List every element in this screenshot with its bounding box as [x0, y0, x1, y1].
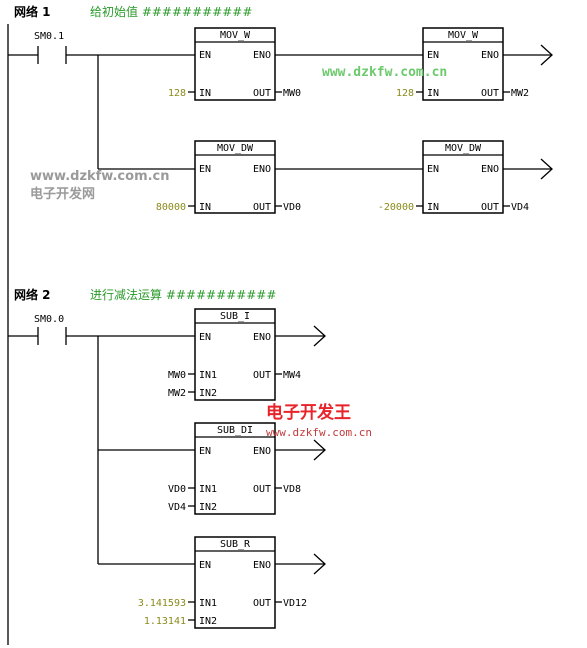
contact-sm00[interactable]: [37, 327, 67, 345]
eno-arrow: [313, 325, 326, 347]
watermark-site-green: www.dzkfw.com.cn: [322, 65, 447, 80]
mov-w-block-2[interactable]: MOV_W EN ENO IN OUT: [422, 27, 504, 101]
in-value: 128: [168, 88, 186, 99]
in2-value: MW2: [168, 388, 186, 399]
in1-pin: IN1: [199, 484, 217, 495]
eno-pin: ENO: [253, 560, 271, 571]
en-pin: EN: [199, 164, 211, 175]
out-value: VD12: [283, 598, 307, 609]
in2-value: 1.13141: [144, 616, 186, 627]
out-value: VD0: [283, 202, 301, 213]
eno-pin: ENO: [481, 164, 499, 175]
in-value: -20000: [378, 202, 414, 213]
out-pin: OUT: [253, 598, 271, 609]
block-title: MOV_W: [220, 30, 251, 41]
block-title: MOV_DW: [445, 143, 482, 154]
watermark-site-small: www.dzkfw.com.cn: [266, 426, 372, 439]
eno-pin: ENO: [481, 50, 499, 61]
en-pin: EN: [427, 164, 439, 175]
mov-dw-block-2[interactable]: MOV_DW EN ENO IN OUT: [422, 140, 504, 214]
sub-r-block[interactable]: SUB_R EN ENO IN1 OUT IN2: [194, 536, 276, 629]
out-pin: OUT: [253, 484, 271, 495]
watermark-brand-gray: 电子开发网: [30, 186, 95, 202]
en-pin: EN: [427, 50, 439, 61]
in-pin: IN: [199, 202, 211, 213]
network-1-title: 网络 1: [14, 4, 51, 19]
eno-arrow: [540, 158, 553, 180]
eno-arrow: [313, 439, 326, 461]
network-2-title: 网络 2: [14, 287, 51, 302]
en-pin: EN: [199, 50, 211, 61]
block-title: SUB_DI: [217, 425, 253, 436]
network-2: 网络 2 进行减法运算 ########### SM0.0 SUB_I EN E…: [8, 287, 326, 629]
en-pin: EN: [199, 560, 211, 571]
out-value: MW4: [283, 370, 301, 381]
block-title: SUB_I: [220, 311, 250, 322]
in1-value: MW0: [168, 370, 186, 381]
in-pin: IN: [199, 88, 211, 99]
eno-pin: ENO: [253, 164, 271, 175]
mov-dw-block-1[interactable]: MOV_DW EN ENO IN OUT: [194, 140, 276, 214]
in-pin: IN: [427, 202, 439, 213]
network-1: 网络 1 给初始值 ########### SM0.1 MOV_W EN ENO…: [8, 4, 553, 214]
in1-value: 3.141593: [138, 598, 186, 609]
in2-pin: IN2: [199, 388, 217, 399]
eno-arrow: [313, 553, 326, 575]
out-pin: OUT: [481, 202, 499, 213]
sub-di-block[interactable]: SUB_DI EN ENO IN1 OUT IN2: [194, 422, 276, 515]
out-value: MW2: [511, 88, 529, 99]
contact-sm01[interactable]: [37, 46, 67, 64]
block-title: MOV_W: [448, 30, 479, 41]
watermark-brand-red: 电子开发王: [266, 402, 351, 423]
block-title: SUB_R: [220, 539, 251, 550]
in2-value: VD4: [168, 502, 186, 513]
in1-pin: IN1: [199, 598, 217, 609]
out-pin: OUT: [253, 88, 271, 99]
eno-pin: ENO: [253, 332, 271, 343]
contact-sm01-label: SM0.1: [34, 31, 64, 42]
block-title: MOV_DW: [217, 143, 254, 154]
sub-i-block[interactable]: SUB_I EN ENO IN1 OUT IN2: [194, 308, 276, 401]
eno-pin: ENO: [253, 50, 271, 61]
in1-pin: IN1: [199, 370, 217, 381]
in-pin: IN: [427, 88, 439, 99]
mov-w-block-1[interactable]: MOV_W EN ENO IN OUT: [194, 27, 276, 101]
network-2-comment: 进行减法运算 ###########: [90, 287, 276, 302]
out-pin: OUT: [253, 202, 271, 213]
out-value: VD8: [283, 484, 301, 495]
in-value: 80000: [156, 202, 186, 213]
network-1-comment: 给初始值 ###########: [90, 4, 252, 19]
in2-pin: IN2: [199, 616, 217, 627]
in2-pin: IN2: [199, 502, 217, 513]
eno-pin: ENO: [253, 446, 271, 457]
en-pin: EN: [199, 332, 211, 343]
in1-value: VD0: [168, 484, 186, 495]
eno-arrow: [540, 44, 553, 66]
contact-sm00-label: SM0.0: [34, 314, 64, 325]
out-pin: OUT: [253, 370, 271, 381]
out-value: MW0: [283, 88, 301, 99]
out-value: VD4: [511, 202, 529, 213]
in-value: 128: [396, 88, 414, 99]
watermark-site-gray: www.dzkfw.com.cn: [30, 169, 170, 184]
en-pin: EN: [199, 446, 211, 457]
out-pin: OUT: [481, 88, 499, 99]
